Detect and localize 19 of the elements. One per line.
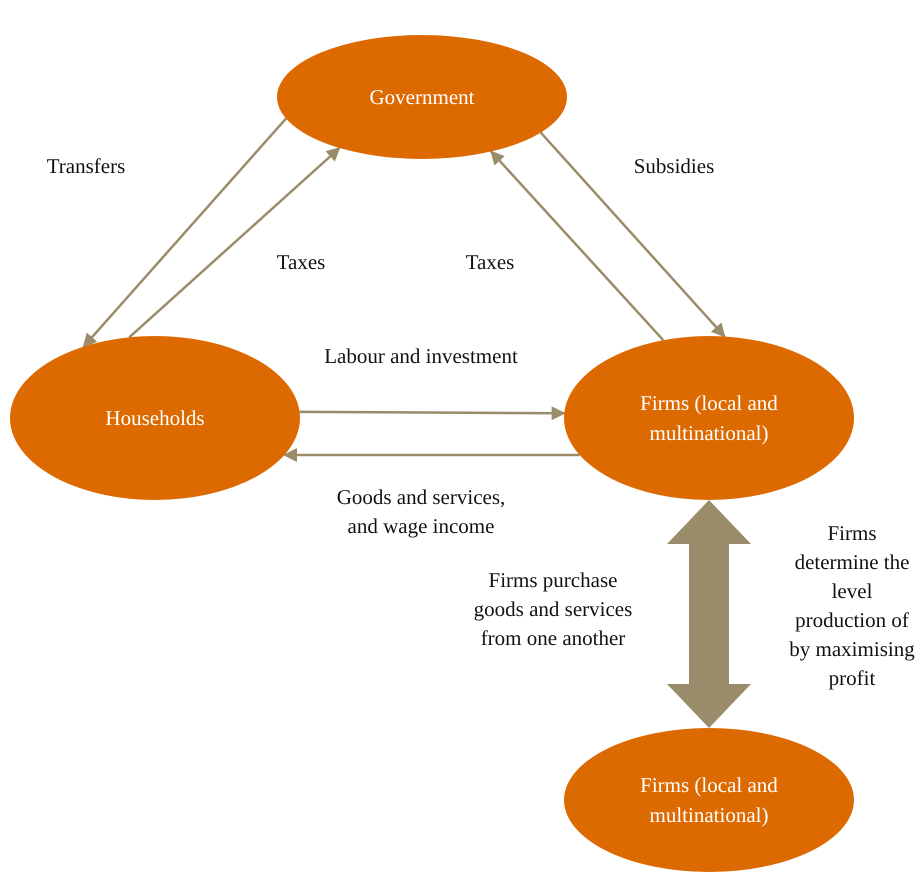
edge-label: Subsidies (632, 153, 716, 180)
double-arrow (667, 500, 751, 728)
arrow (300, 406, 566, 420)
edge-label: Transfers (46, 153, 126, 180)
node-label: Government (368, 84, 476, 111)
arrow (540, 132, 726, 338)
edge-label: Taxes (464, 249, 516, 276)
arrow (490, 150, 664, 342)
arrow (128, 147, 341, 338)
edge-label: Labour and investment (323, 343, 519, 370)
node-label: Households (104, 405, 206, 432)
edge-label: Firms purchase goods and services from one another (472, 567, 634, 652)
edge-label: Goods and services, and wage income (336, 484, 506, 540)
arrow (82, 118, 287, 348)
node-label: Firms (local and multinational) (639, 772, 779, 829)
edge-label: Taxes (276, 249, 326, 276)
arrow (283, 448, 580, 462)
note-text: Firms determine the level production of by maximising profit (788, 520, 916, 692)
node-label: Firms (local and multinational) (639, 390, 779, 447)
